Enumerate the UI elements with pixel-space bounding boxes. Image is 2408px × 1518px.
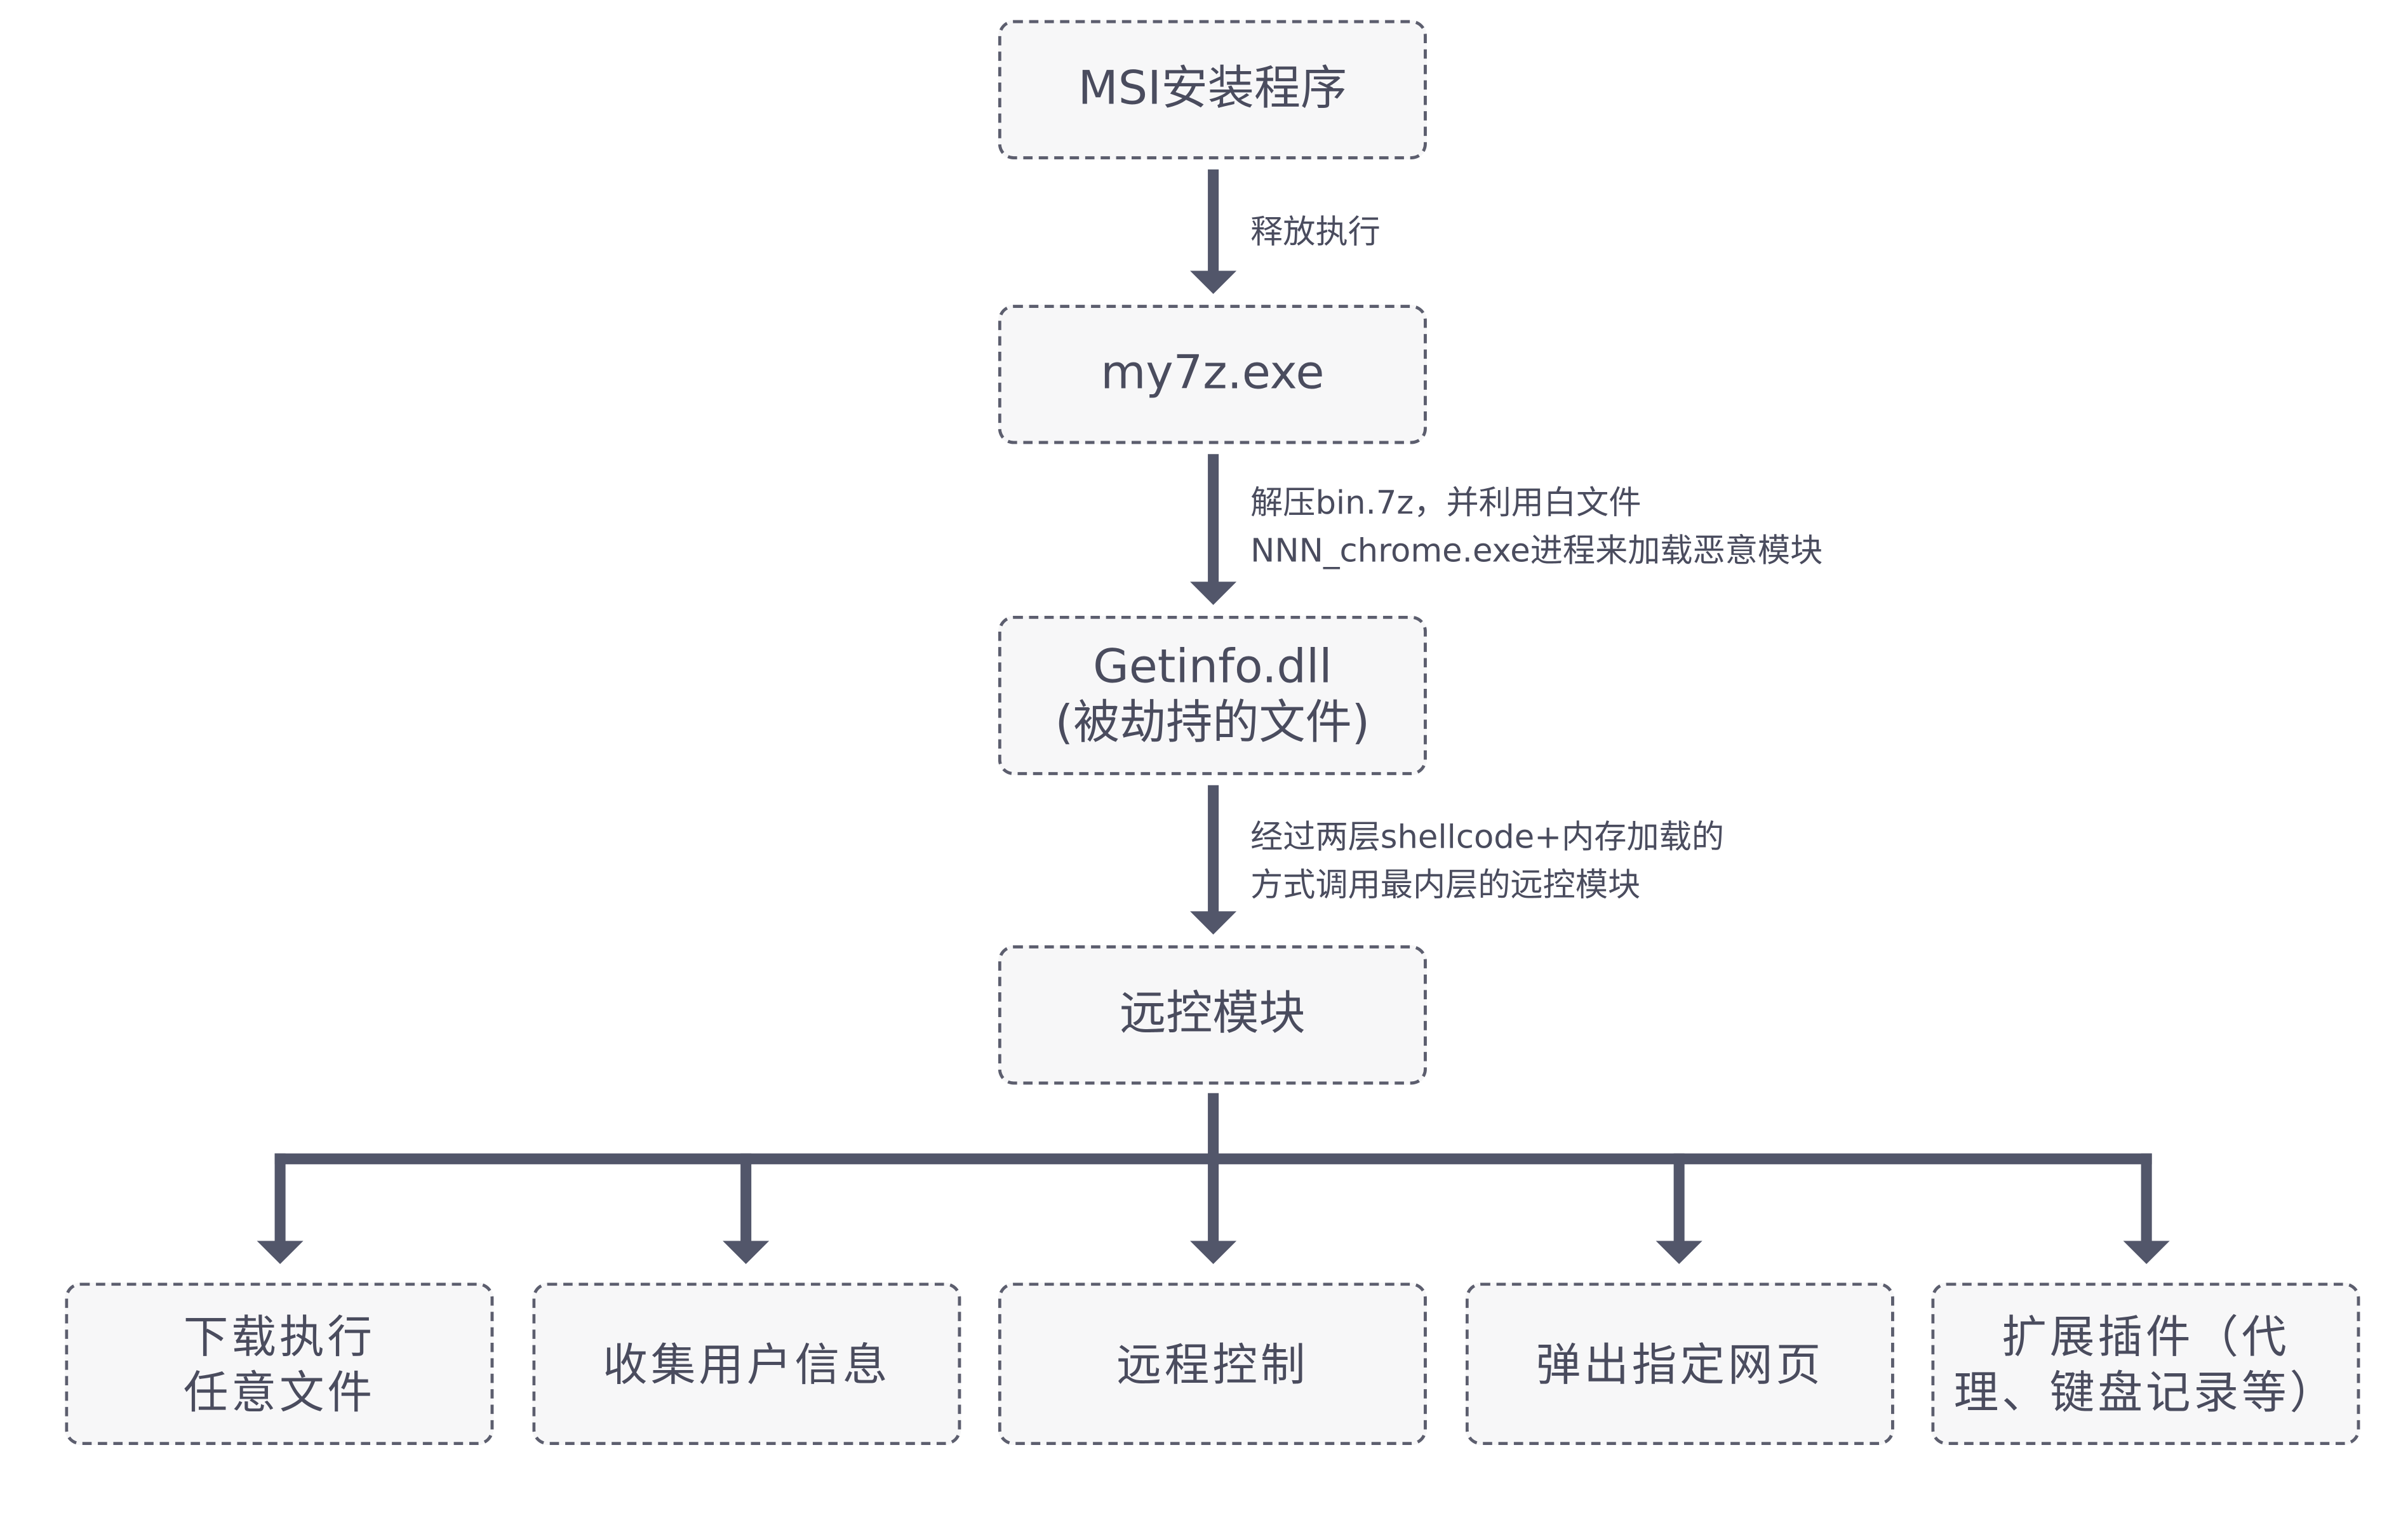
arrow-to-leaf-1-head bbox=[257, 1241, 304, 1265]
arrow-my7z-to-getinfo-head bbox=[1190, 582, 1237, 605]
edge-label-line: 解压bin.7z，并利用白文件 bbox=[1250, 484, 1642, 522]
node-remote-control-module: 远控模块 bbox=[998, 945, 1427, 1085]
leaf-collect-user-info: 收集用户信息 bbox=[532, 1282, 961, 1446]
node-getinfo-dll: Getinfo.dll (被劫持的文件) bbox=[998, 615, 1427, 775]
edge-label-line: 释放执行 bbox=[1250, 213, 1381, 251]
edge-label-line: 经过两层shellcode+内存加载的 bbox=[1250, 818, 1725, 856]
leaf-popup-webpage: 弹出指定网页 bbox=[1465, 1282, 1894, 1446]
edge-label-extract-load: 解压bin.7z，并利用白文件 NNN_chrome.exe进程来加载恶意模块 bbox=[1250, 479, 1823, 575]
arrow-msi-to-my7z-head bbox=[1190, 270, 1237, 295]
arrow-to-leaf-4-head bbox=[1656, 1241, 1702, 1265]
node-msi-installer: MSI安装程序 bbox=[998, 20, 1427, 160]
leaf-remote-control: 远程控制 bbox=[998, 1282, 1427, 1446]
edge-label-line: NNN_chrome.exe进程来加载恶意模块 bbox=[1250, 532, 1823, 569]
node-getinfo-subtitle: (被劫持的文件) bbox=[1055, 695, 1370, 750]
arrow-to-leaf-2-head bbox=[723, 1241, 770, 1265]
leaf-download-execute: 下载执行 任意文件 bbox=[65, 1282, 494, 1446]
arrow-to-leaf-5-head bbox=[2123, 1241, 2170, 1265]
node-getinfo-title: Getinfo.dll bbox=[1093, 639, 1332, 694]
edge-label-line: 方式调用最内层的远控模块 bbox=[1250, 866, 1641, 904]
leaf-extension-plugins: 扩展插件（代 理、键盘记录等） bbox=[1931, 1282, 2360, 1446]
node-my7z-exe: my7z.exe bbox=[998, 305, 1427, 444]
edge-label-shellcode-load: 经过两层shellcode+内存加载的 方式调用最内层的远控模块 bbox=[1250, 814, 1724, 910]
arrow-getinfo-to-rat-head bbox=[1190, 911, 1237, 935]
arrow-to-leaf-3-head bbox=[1190, 1241, 1237, 1265]
edge-label-release-execute: 释放执行 bbox=[1250, 209, 1381, 257]
